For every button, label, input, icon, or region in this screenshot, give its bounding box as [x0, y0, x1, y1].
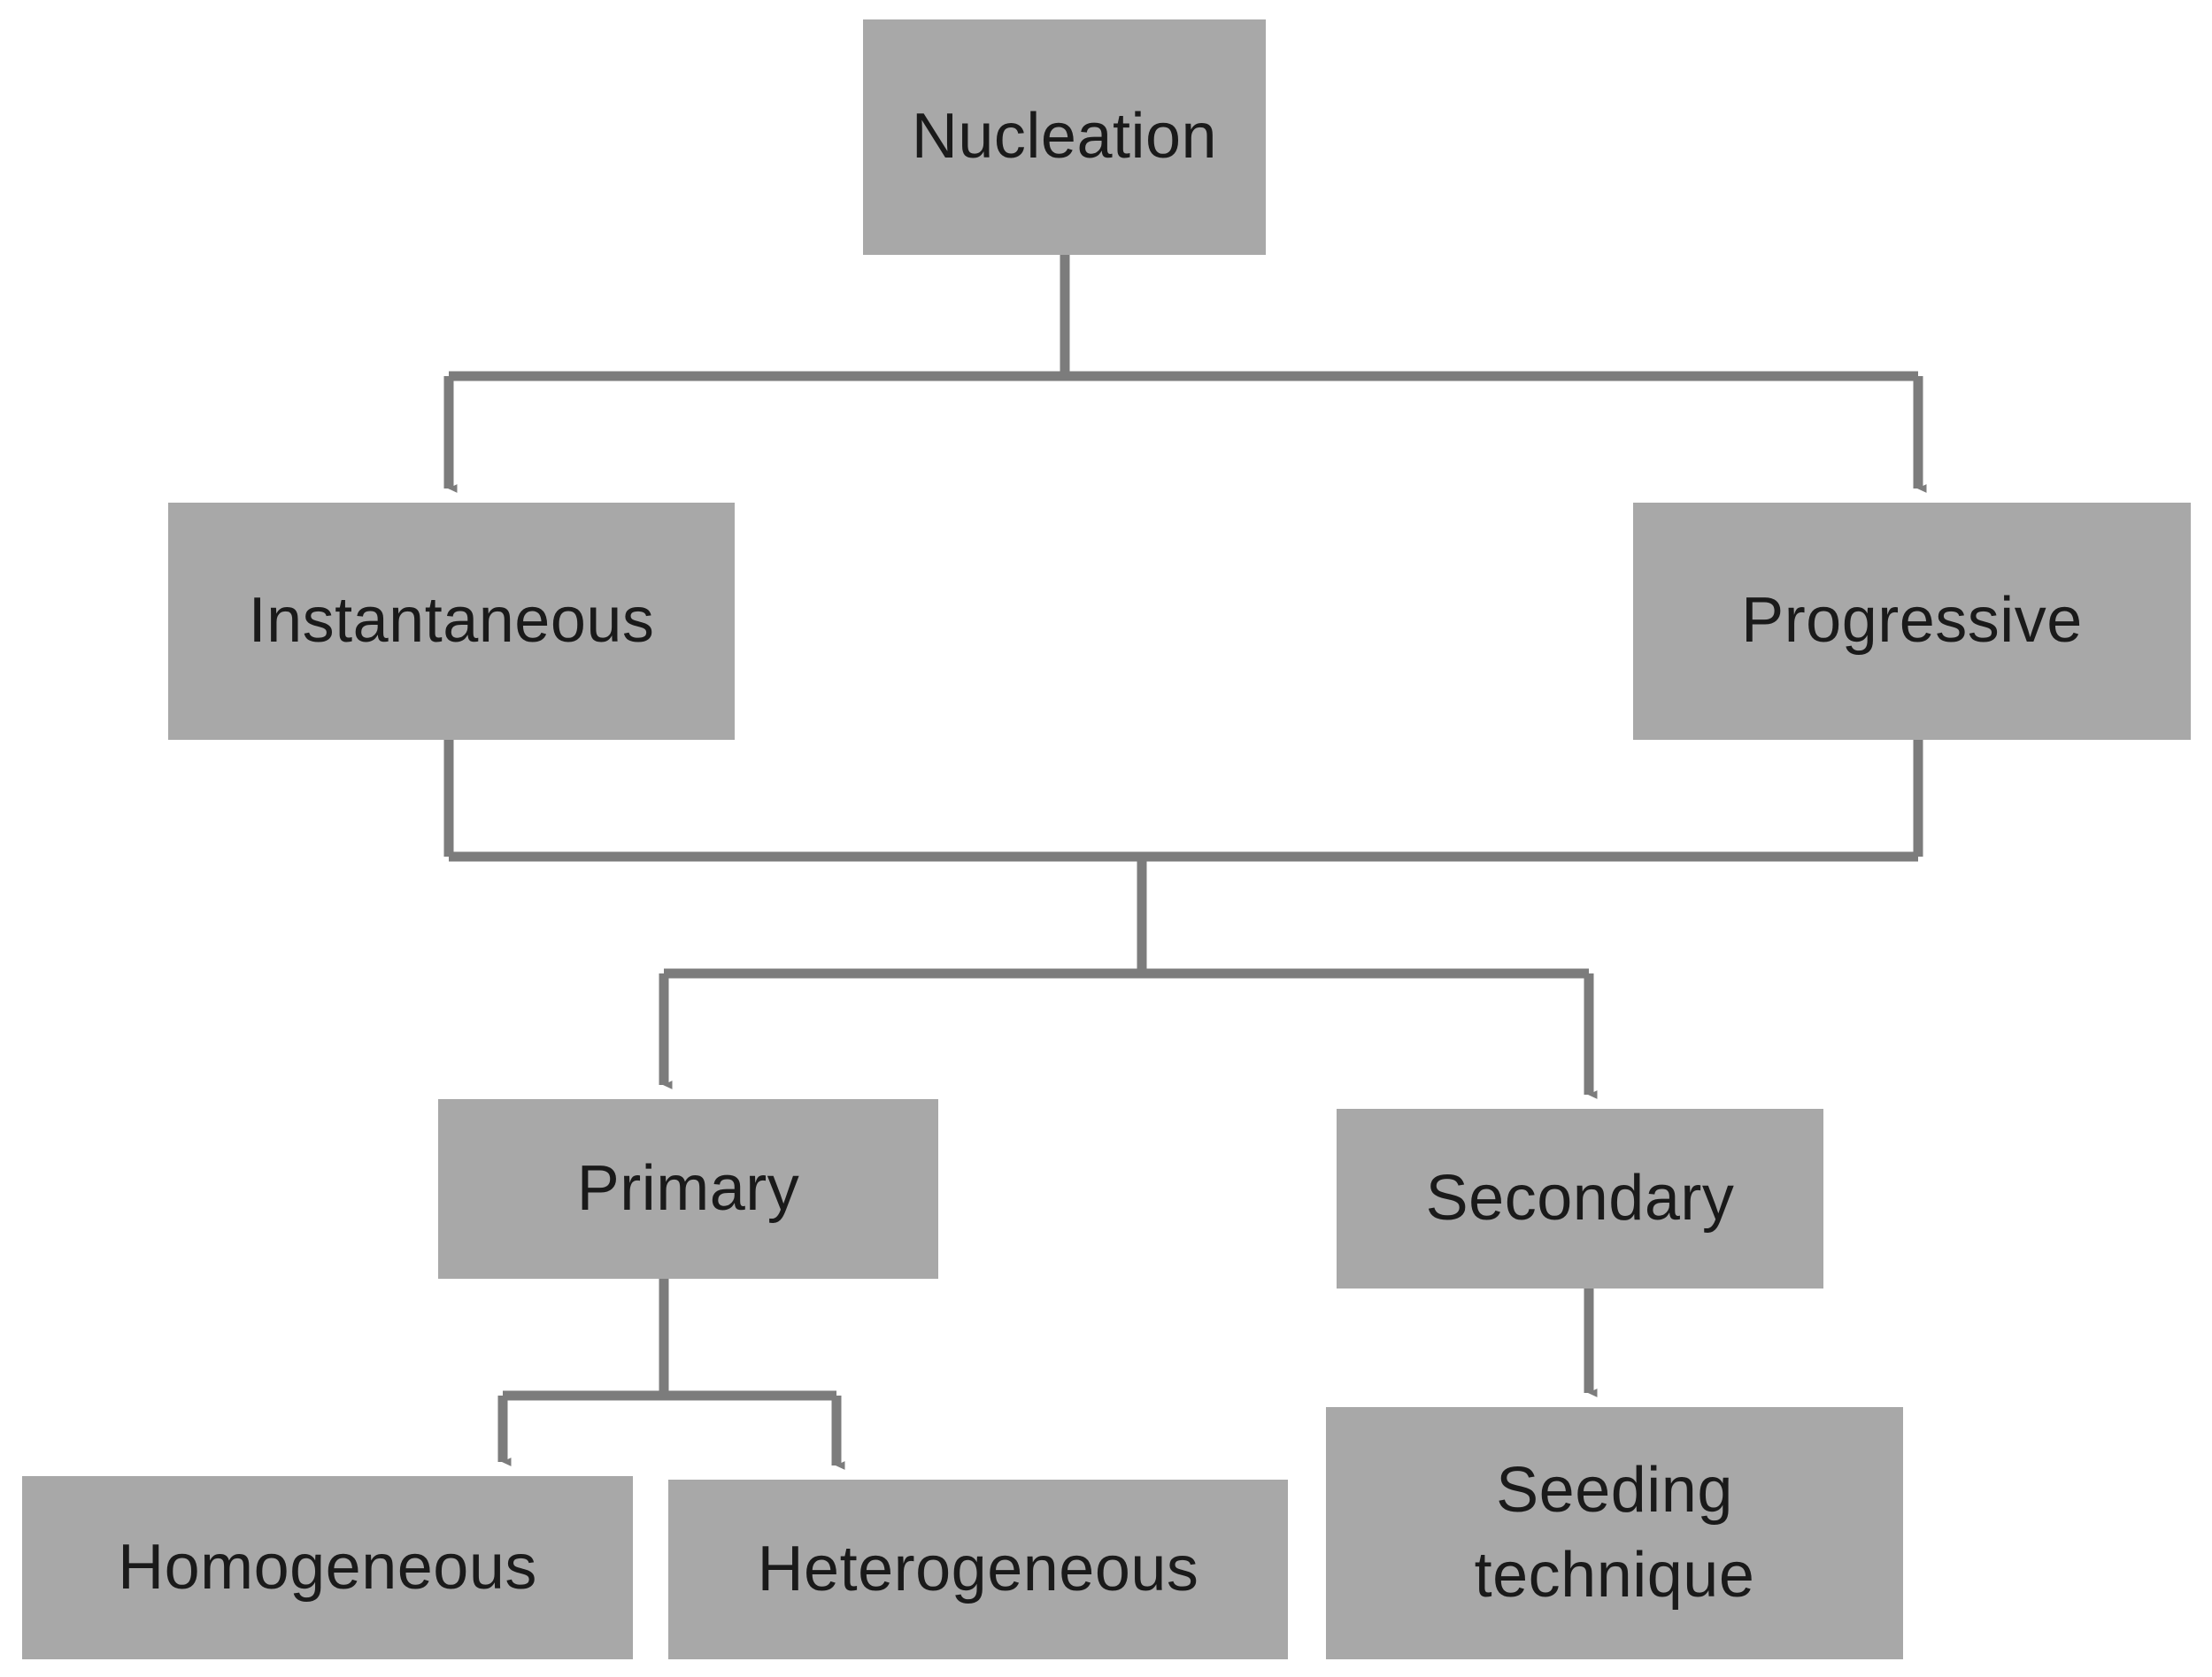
node-nucleation-label: Nucleation [911, 101, 1218, 173]
node-seeding-technique-label: Seeding technique [1474, 1455, 1755, 1611]
node-heterogeneous[interactable]: Heterogeneous [668, 1480, 1288, 1659]
node-progressive-label: Progressive [1741, 585, 2083, 657]
node-heterogeneous-label: Heterogeneous [757, 1533, 1199, 1604]
node-nucleation[interactable]: Nucleation [863, 19, 1266, 255]
node-seeding-technique[interactable]: Seeding technique [1326, 1407, 1903, 1659]
node-instantaneous-label: Instantaneous [248, 585, 655, 657]
node-secondary-label: Secondary [1425, 1162, 1735, 1234]
node-primary[interactable]: Primary [438, 1099, 938, 1279]
node-homogeneous[interactable]: Homogeneous [22, 1476, 633, 1659]
node-instantaneous[interactable]: Instantaneous [168, 503, 735, 740]
node-progressive[interactable]: Progressive [1633, 503, 2191, 740]
node-homogeneous-label: Homogeneous [118, 1531, 537, 1603]
node-primary-label: Primary [576, 1152, 800, 1224]
node-secondary[interactable]: Secondary [1337, 1109, 1823, 1289]
